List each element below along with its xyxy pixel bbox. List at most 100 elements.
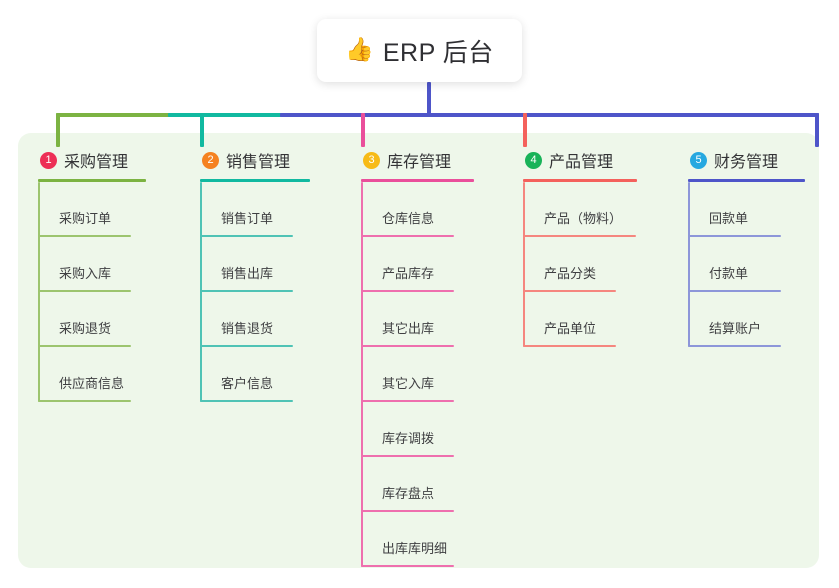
column-rule-1 [38,179,146,182]
leaf-item-label: 采购订单 [59,211,112,226]
thumbs-up-icon: 👍 [345,37,374,63]
leaf-item-label: 销售退货 [221,321,274,336]
leaf-item[interactable]: 其它出库 [361,292,474,347]
column-badge-5: 5 [690,151,707,169]
leaf-item[interactable]: 结算账户 [688,292,805,347]
column-header-3[interactable]: 3 库存管理 [361,147,474,173]
leaf-item[interactable]: 库存盘点 [361,457,474,512]
leaf-item[interactable]: 付款单 [688,237,805,292]
column-title-3: 库存管理 [387,154,452,171]
leaf-item-label: 其它入库 [382,376,435,391]
leaf-item[interactable]: 产品分类 [523,237,637,292]
leaf-item[interactable]: 采购订单 [38,182,146,237]
leaf-item[interactable]: 销售订单 [200,182,310,237]
leaf-list-4: 产品（物料） 产品分类产品单位 [523,182,637,347]
connector-root-stem [427,82,431,115]
leaf-item-label: 客户信息 [221,376,274,391]
leaf-item-rule [200,235,293,237]
leaf-item-rule [38,400,131,402]
leaf-item-rule [523,290,616,292]
leaf-item-label: 采购入库 [59,266,112,281]
leaf-item[interactable]: 采购退货 [38,292,146,347]
leaf-item-rule [688,290,781,292]
leaf-item-label: 产品（物料） [544,211,623,226]
column-rule-4 [523,179,637,182]
leaf-spine-4 [523,182,525,347]
leaf-item-label: 库存盘点 [382,486,435,501]
leaf-item-label: 产品单位 [544,321,597,336]
leaf-item[interactable]: 产品库存 [361,237,474,292]
leaf-item[interactable]: 产品（物料） [523,182,637,237]
column-rule-5 [688,179,805,182]
root-node[interactable]: 👍 ERP 后台 [317,19,522,82]
leaf-item-label: 出库库明细 [382,541,448,556]
leaf-item[interactable]: 销售退货 [200,292,310,347]
leaf-list-1: 采购订单采购入库采购退货供应商信息 [38,182,146,402]
leaf-item-rule [38,290,131,292]
column-3: 3 库存管理仓库信息产品库存其它出库其它入库库存调拨库存盘点出库库明细 [361,147,474,567]
leaf-item[interactable]: 出库库明细 [361,512,474,567]
leaf-item-label: 销售订单 [221,211,274,226]
leaf-item[interactable]: 其它入库 [361,347,474,402]
diagram-panel [18,133,819,568]
column-header-5[interactable]: 5 财务管理 [688,147,805,173]
column-badge-2: 2 [202,151,219,169]
leaf-item-rule [200,290,293,292]
connector-stub-3 [361,113,365,147]
leaf-item-rule [688,235,781,237]
leaf-item[interactable]: 采购入库 [38,237,146,292]
column-badge-1: 1 [40,151,57,169]
leaf-item[interactable]: 库存调拨 [361,402,474,457]
connector-stub-2 [200,113,204,147]
leaf-item-rule [523,235,636,237]
leaf-item-rule [523,345,616,347]
leaf-item-rule [361,345,454,347]
leaf-item-rule [361,510,454,512]
leaf-item-rule [361,565,454,567]
leaf-item[interactable]: 回款单 [688,182,805,237]
leaf-item[interactable]: 产品单位 [523,292,637,347]
column-badge-3: 3 [363,151,380,169]
leaf-item-label: 库存调拨 [382,431,435,446]
leaf-item-label: 其它出库 [382,321,435,336]
leaf-list-2: 销售订单销售出库销售退货客户信息 [200,182,310,402]
leaf-item-label: 产品库存 [382,266,435,281]
connector-stub-4 [523,113,527,147]
leaf-item-rule [361,455,454,457]
column-rule-3 [361,179,474,182]
leaf-item-rule [361,235,454,237]
leaf-list-5: 回款单付款单结算账户 [688,182,805,347]
leaf-item[interactable]: 供应商信息 [38,347,146,402]
column-5: 5 财务管理回款单付款单结算账户 [688,147,805,347]
leaf-list-3: 仓库信息产品库存其它出库其它入库库存调拨库存盘点出库库明细 [361,182,474,567]
leaf-item-rule [38,235,131,237]
leaf-item-label: 产品分类 [544,266,597,281]
connector-bus-indigo-right [428,113,819,117]
leaf-spine-2 [200,182,202,402]
connector-stub-1 [56,113,60,147]
connector-bus-indigo-left [280,113,430,117]
leaf-spine-1 [38,182,40,402]
leaf-item-label: 结算账户 [709,321,762,336]
connector-bus-green [56,113,170,117]
leaf-item[interactable]: 客户信息 [200,347,310,402]
leaf-item-rule [361,290,454,292]
leaf-item[interactable]: 仓库信息 [361,182,474,237]
leaf-item[interactable]: 销售出库 [200,237,310,292]
leaf-item-label: 仓库信息 [382,211,435,226]
leaf-item-label: 采购退货 [59,321,112,336]
column-title-1: 采购管理 [64,154,129,171]
connector-stub-5 [815,113,819,147]
leaf-item-rule [688,345,781,347]
leaf-spine-3 [361,182,363,567]
column-header-1[interactable]: 1 采购管理 [38,147,146,173]
column-title-5: 财务管理 [714,154,779,171]
leaf-item-label: 销售出库 [221,266,274,281]
column-1: 1 采购管理采购订单采购入库采购退货供应商信息 [38,147,146,402]
column-rule-2 [200,179,310,182]
leaf-item-rule [361,400,454,402]
